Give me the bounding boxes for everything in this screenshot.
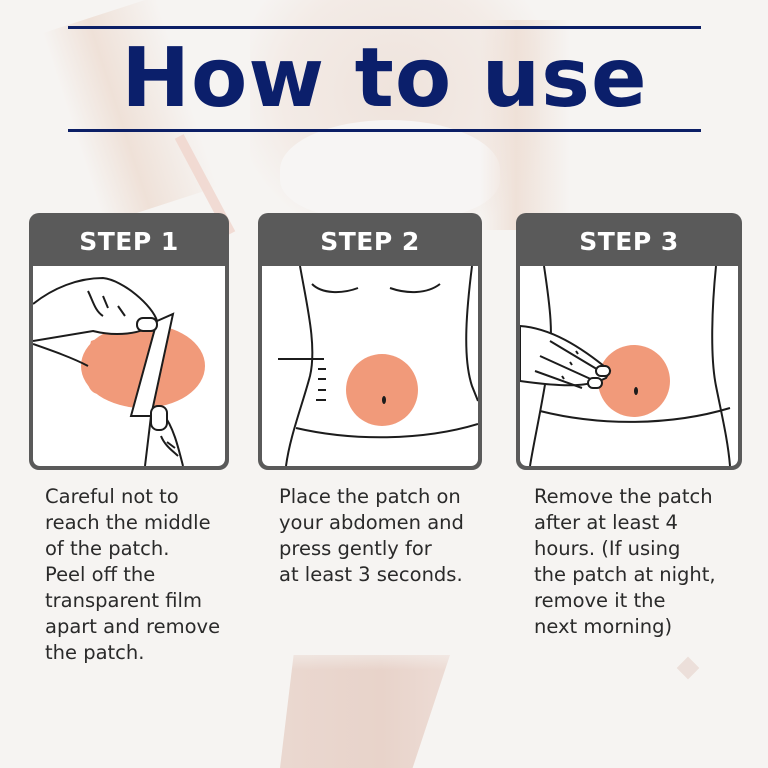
step-1-illustration bbox=[33, 266, 225, 466]
abdomen-patch-icon bbox=[278, 266, 478, 466]
background-leg bbox=[280, 655, 450, 768]
background-mark bbox=[676, 656, 700, 680]
background-fade bbox=[260, 640, 480, 670]
step-1-description: Careful not to reach the middle of the p… bbox=[45, 485, 221, 664]
background-sports-bra bbox=[280, 120, 500, 220]
step-3-description: Remove the patch after at least 4 hours.… bbox=[534, 485, 716, 638]
step-2-header: STEP 2 bbox=[320, 226, 420, 256]
step-card-3: STEP 3 bbox=[516, 213, 742, 470]
remove-patch-icon bbox=[520, 266, 731, 466]
step-3-illustration bbox=[520, 266, 738, 466]
step-card-1: STEP 1 bbox=[29, 213, 229, 470]
step-card-2: STEP 2 bbox=[258, 213, 482, 470]
step-2-illustration bbox=[262, 266, 478, 466]
peel-patch-icon bbox=[33, 276, 205, 466]
background-arm-right bbox=[480, 20, 570, 230]
title-banner: How to use bbox=[68, 26, 701, 132]
title-rule-bottom bbox=[68, 129, 701, 132]
step-2-description: Place the patch on your abdomen and pres… bbox=[279, 485, 464, 586]
step-1-header: STEP 1 bbox=[79, 226, 179, 256]
page-title: How to use bbox=[121, 31, 648, 126]
title-rule-top bbox=[68, 26, 701, 29]
step-3-header: STEP 3 bbox=[579, 226, 679, 256]
